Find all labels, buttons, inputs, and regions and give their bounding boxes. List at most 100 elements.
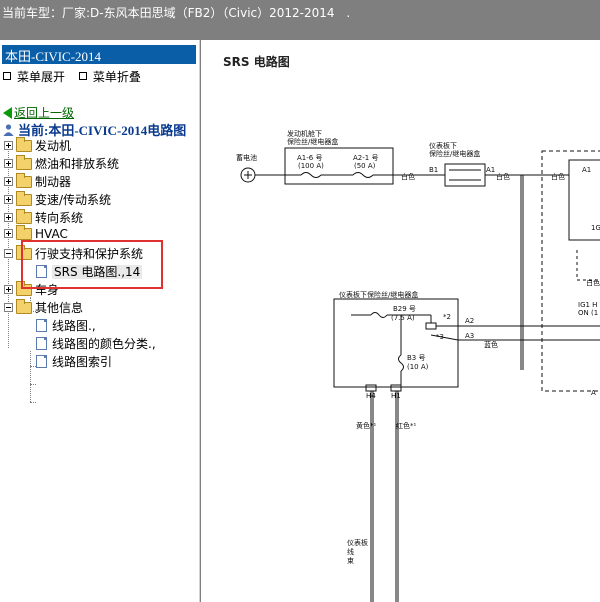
expand-menu-button[interactable]: 菜单展开: [3, 70, 65, 84]
fuse-a2-1-amp: (50 A): [354, 162, 376, 170]
tree-leaf-wiring[interactable]: 线路图.,: [36, 317, 96, 335]
tree-node-fuel[interactable]: 燃油和排放系统: [4, 155, 119, 173]
tree-node-transmission[interactable]: 变速/传动系统: [4, 191, 111, 209]
tree-node-brakes[interactable]: 制动器: [4, 173, 71, 191]
document-icon: [36, 355, 47, 368]
right-component-box: [568, 159, 600, 241]
vehicle-label: 当前车型：: [2, 6, 63, 20]
tree-node-label: 燃油和排放系统: [35, 157, 120, 171]
tree-node-label: 行驶支持和保护系统: [35, 247, 144, 261]
highlight-annotation: [21, 240, 163, 289]
tree-line: [8, 308, 9, 348]
user-icon: [3, 124, 14, 136]
tree-node-label: 发动机: [35, 139, 72, 153]
folder-open-icon: [16, 245, 32, 260]
current-location: 当前:本田-CIVIC-2014电路图: [3, 120, 186, 139]
tree-node-label: 变速/传动系统: [35, 193, 112, 207]
wire-white-label-3: 白色: [551, 172, 565, 181]
collapse-icon[interactable]: [4, 249, 13, 258]
dash-box-lower-title: 仪表板下保险丝/继电器盒: [339, 290, 418, 299]
right-on-label: ON (1: [578, 309, 598, 317]
tree-line: [30, 351, 31, 402]
wire-red-label: 红色*¹: [396, 421, 416, 430]
vehicle-value: 厂家:D-东风本田思域（FB2）（Civic）2012-2014: [62, 6, 335, 20]
folder-icon: [16, 225, 32, 240]
tree-node-driving-support[interactable]: 行驶支持和保护系统: [4, 245, 143, 263]
connector-h1: H1: [391, 392, 401, 400]
collapse-menu-label: 菜单折叠: [92, 70, 141, 84]
right-a-label: A: [591, 389, 596, 397]
right-dashed-box: [541, 150, 600, 392]
header-dot: .: [346, 6, 351, 20]
tree-node-label: 制动器: [35, 175, 72, 189]
expand-icon[interactable]: [4, 213, 13, 222]
tree-node-label: 其他信息: [35, 301, 84, 315]
nav-title: 本田-CIVIC-2014: [2, 45, 196, 64]
tree-leaf-wiring-index[interactable]: 线路图索引: [36, 353, 112, 371]
collapse-icon[interactable]: [4, 303, 13, 312]
engine-box-title-1: 发动机舱下: [287, 129, 322, 138]
folder-icon: [16, 137, 32, 152]
tree-leaf-label: 线路图的颜色分类.,: [52, 337, 156, 351]
expand-icon[interactable]: [4, 195, 13, 204]
dash-fuse-box: [444, 163, 486, 187]
fuse-a1-6-amp: (100 A): [298, 162, 324, 170]
engine-fuse-box: [284, 147, 394, 185]
engine-box-title-2: 保险丝/继电器盒: [287, 137, 338, 146]
tree-line: [8, 146, 9, 306]
wire-yellow-label: 黄色*¹: [356, 421, 376, 430]
expand-icon[interactable]: [4, 159, 13, 168]
srs-wiring-diagram: 蓄电池 发动机舱下 保险丝/继电器盒 A1-6 号 (100 A) A2-1 号…: [236, 129, 600, 602]
connector-b1: B1: [429, 166, 438, 174]
wire-white-label-1: 白色: [401, 172, 415, 181]
star-3-label: *3: [436, 333, 444, 341]
square-icon: [3, 72, 11, 80]
harness-label-1: 仪表板: [347, 538, 368, 547]
document-icon: [36, 319, 47, 332]
wire-white-label-2: 白色: [496, 172, 510, 181]
folder-icon: [16, 191, 32, 206]
right-ig1-label: IG1 H: [578, 301, 597, 309]
tree-node-engine[interactable]: 发动机: [4, 137, 71, 155]
square-icon: [78, 72, 87, 80]
tree-node-hvac[interactable]: HVAC: [4, 225, 68, 245]
expand-menu-label: 菜单展开: [17, 70, 66, 84]
tree-node-other-info[interactable]: 其他信息: [4, 299, 83, 317]
fuse-b3-symbol: [398, 354, 404, 372]
expand-icon[interactable]: [4, 229, 13, 238]
expand-icon[interactable]: [4, 141, 13, 150]
right-white-label: 白色: [586, 278, 600, 287]
expand-icon[interactable]: [4, 285, 13, 294]
panel-splitter[interactable]: [198, 40, 201, 602]
tree-leaf-srs[interactable]: SRS 电路图.,14: [36, 263, 143, 281]
wire-blue-label: 蓝色: [484, 340, 498, 349]
back-link-row: 返回上一级: [3, 104, 74, 121]
connector-a1: A1: [486, 166, 495, 174]
tree-leaf-wiring-colors[interactable]: 线路图的颜色分类.,: [36, 335, 156, 353]
tree-node-label: HVAC: [35, 227, 68, 241]
star-2-label: *2: [443, 313, 451, 321]
folder-icon: [16, 155, 32, 170]
tree-node-label: 车身: [35, 283, 60, 297]
tree-leaf-label: 线路图.,: [52, 319, 96, 333]
harness-label-3: 束: [347, 557, 354, 565]
fuse-b29-label: B29 号: [393, 305, 416, 313]
document-icon: [36, 337, 47, 350]
dash-box-title-2: 保险丝/继电器盒: [429, 149, 480, 158]
fuse-a1-6-label: A1-6 号: [297, 154, 322, 162]
battery-label: 蓄电池: [236, 153, 257, 162]
fuse-a2-1-label: A2-1 号: [353, 154, 378, 162]
back-link[interactable]: 返回上一级: [14, 106, 75, 120]
folder-icon: [16, 209, 32, 224]
collapse-menu-button[interactable]: 菜单折叠: [78, 70, 141, 84]
current-location-label: 当前:本田-CIVIC-2014电路图: [18, 123, 187, 138]
tree-node-label: 转向系统: [35, 211, 84, 225]
fuse-b3-amp: (10 A): [407, 363, 429, 371]
expand-icon[interactable]: [4, 177, 13, 186]
tree-node-steering[interactable]: 转向系统: [4, 209, 83, 227]
harness-label-2: 线: [347, 547, 354, 556]
tree-line: [30, 384, 36, 385]
fuse-b29-symbol: [370, 312, 388, 318]
fuse-b3-label: B3 号: [407, 354, 425, 362]
right-connector-a1: A1: [582, 166, 591, 174]
